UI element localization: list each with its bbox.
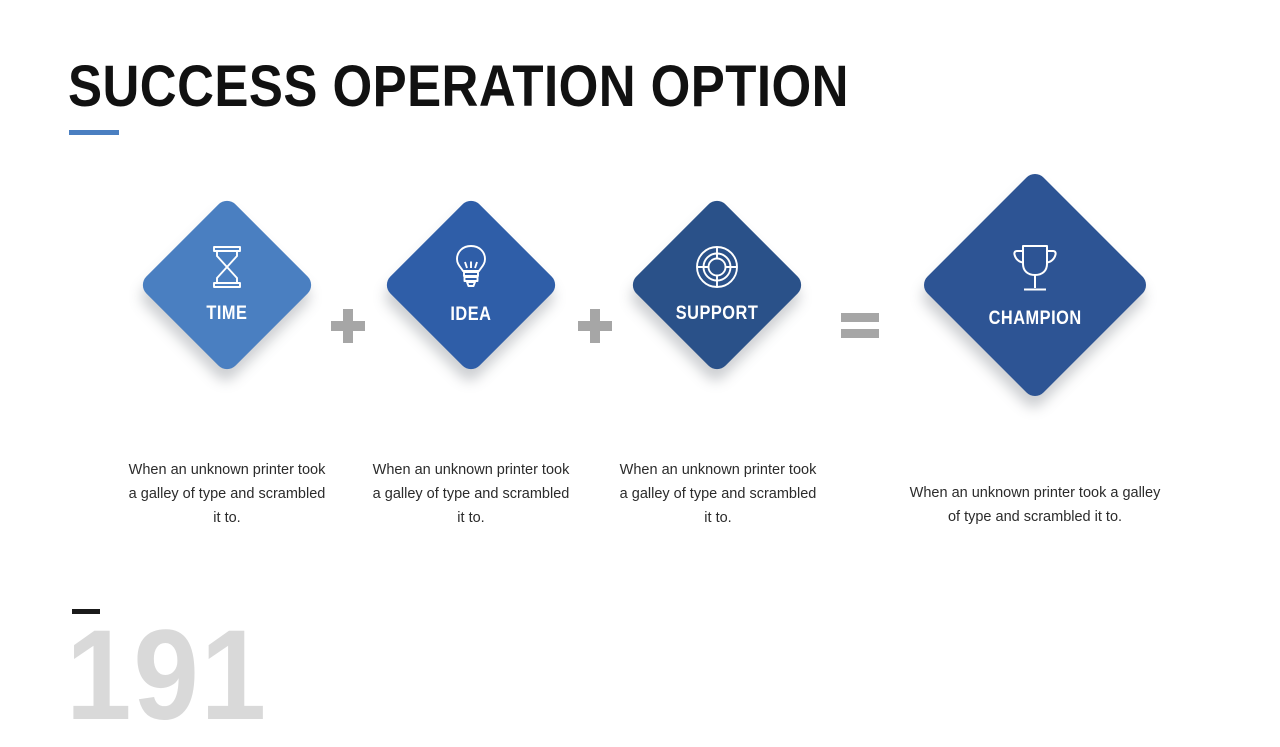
trophy-icon xyxy=(1009,240,1061,299)
operator-equals xyxy=(841,313,879,338)
equals-bar-bottom xyxy=(841,329,879,338)
caption-time: When an unknown printer took a galley of… xyxy=(128,462,326,526)
operator-plus-2 xyxy=(578,309,612,343)
diamond-shape-champion: CHAMPION xyxy=(919,169,1151,401)
caption-champion: When an unknown printer took a galley of… xyxy=(909,485,1161,525)
caption-idea: When an unknown printer took a galley of… xyxy=(372,462,570,526)
hourglass-icon xyxy=(210,245,244,294)
node-label-idea: IDEA xyxy=(450,304,492,325)
plus-bar-vertical xyxy=(590,309,600,343)
equals-bar-top xyxy=(841,313,879,322)
lifebuoy-icon xyxy=(695,245,739,294)
diamond-shape-idea: IDEA xyxy=(381,195,561,375)
title-accent-bar xyxy=(69,130,119,135)
page-number: 191 xyxy=(66,604,268,747)
plus-bar-vertical xyxy=(343,309,353,343)
operator-plus-1 xyxy=(331,309,365,343)
page-title: SUCCESS OPERATION OPTION xyxy=(68,54,849,119)
caption-support: When an unknown printer took a galley of… xyxy=(619,462,817,526)
node-label-support: SUPPORT xyxy=(675,303,759,324)
page-number-dash xyxy=(72,609,100,614)
diamond-shape-time: TIME xyxy=(137,195,317,375)
diamond-shape-support: SUPPORT xyxy=(627,195,807,375)
process-diagram: TIME xyxy=(0,169,1280,486)
lightbulb-icon xyxy=(453,244,489,295)
node-label-time: TIME xyxy=(206,303,248,324)
node-label-champion: CHAMPION xyxy=(988,308,1082,329)
